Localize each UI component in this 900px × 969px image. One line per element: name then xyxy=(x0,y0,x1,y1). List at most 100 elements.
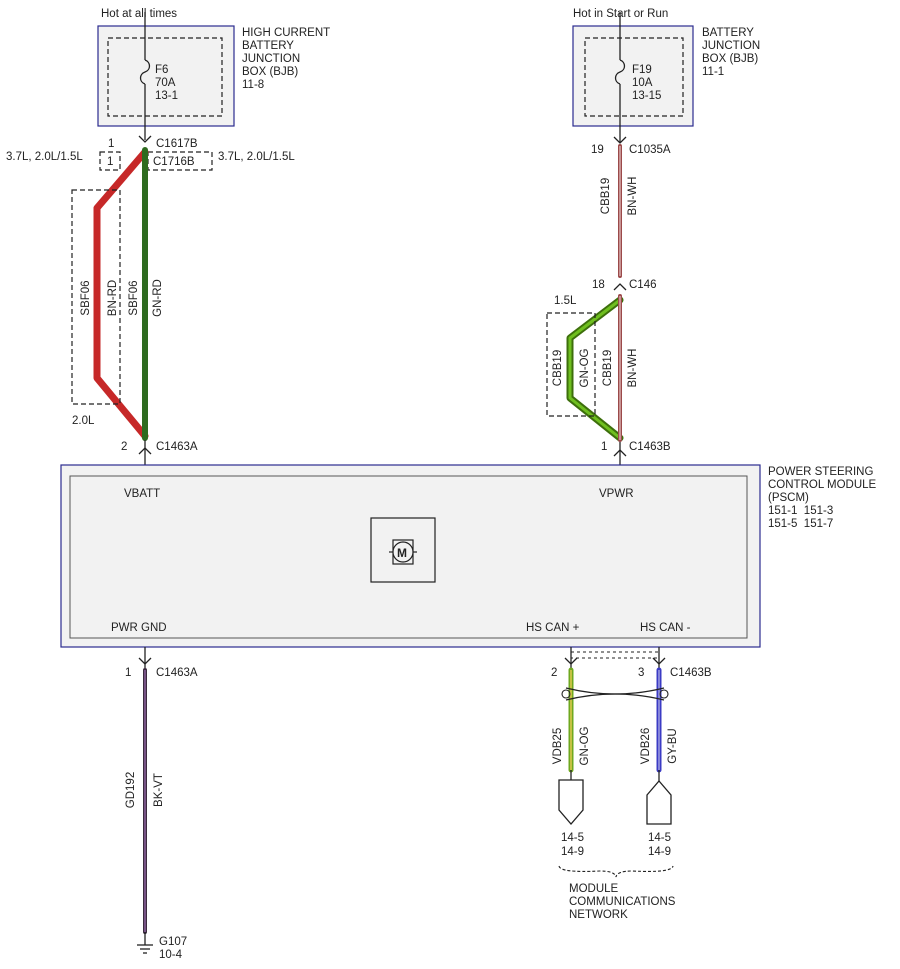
hot-at-all-times-label: Hot at all times xyxy=(101,8,177,20)
cbb19-top-circuit: CBB19 xyxy=(600,178,612,214)
pscm-name-1: POWER STEERING xyxy=(768,466,873,478)
c146-name: C146 xyxy=(629,279,657,291)
bjb-right-name-2: JUNCTION xyxy=(702,40,760,52)
engine-note-2-0l: 2.0L xyxy=(72,415,95,427)
right-power-circuit: 19 C1035A CBB19 BN-WH 18 C146 1.5L CBB19… xyxy=(546,136,671,476)
net-ref-right-1: 14-5 xyxy=(648,832,671,844)
connector-chevron-icon xyxy=(138,657,152,665)
gd192-color: BK-VT xyxy=(153,773,165,807)
c1463b-top-name: C1463B xyxy=(629,441,671,453)
c1463a-top-pin: 2 xyxy=(121,441,127,453)
c1463a-bot-name: C1463A xyxy=(156,667,198,679)
twisted-pair-icon xyxy=(561,687,669,701)
cbb19-top-color: BN-WH xyxy=(627,177,639,216)
net-ref-left-1: 14-5 xyxy=(561,832,584,844)
pscm-module: VBATT VPWR PWR GND HS CAN + HS CAN - M P… xyxy=(60,464,877,648)
net-ref-right-2: 14-9 xyxy=(648,846,671,858)
bjb-left-dashed xyxy=(107,37,223,117)
connector-chevron-icon xyxy=(613,136,627,144)
sbf06-green-color: GN-RD xyxy=(152,279,164,317)
sbf06-green-circuit: SBF06 xyxy=(128,280,140,315)
engine-2-0l-dashed xyxy=(71,189,121,405)
c1463b-bot-pin-a: 2 xyxy=(551,667,557,679)
network-arrow-icon xyxy=(646,780,672,825)
c146-pin: 18 xyxy=(592,279,605,291)
c1716b-pin: 1 xyxy=(107,156,113,168)
pscm-refs-1: 151-1 151-3 xyxy=(768,505,833,517)
engine-1-5l-dashed xyxy=(546,312,596,417)
network-label-1: MODULE xyxy=(569,883,619,895)
cbb19-green-circuit: CBB19 xyxy=(552,350,564,386)
cbb19-green-color: GN-OG xyxy=(579,348,591,387)
bjb-right-dashed xyxy=(584,37,684,117)
bjb-right: Hot in Start or Run F19 10A 13-15 BATTER… xyxy=(572,8,760,142)
vdb25-color: GN-OG xyxy=(579,726,591,765)
vdb26-color: GY-BU xyxy=(667,728,679,763)
engine-note-1-5l: 1.5L xyxy=(554,295,577,307)
wire-cbb19-gn-og-stripe xyxy=(568,298,622,440)
svg-text:M: M xyxy=(397,546,407,560)
pin-pwr-gnd: PWR GND xyxy=(111,622,167,634)
connector-chevron-icon xyxy=(613,283,627,291)
connector-chevron-icon xyxy=(138,135,152,143)
bjb-right-ref: 11-1 xyxy=(702,66,724,78)
sbf06-red-circuit: SBF06 xyxy=(80,280,92,315)
network-label-2: COMMUNICATIONS xyxy=(569,896,676,908)
ground-symbol-icon xyxy=(137,932,153,954)
c1716b-name: C1716B xyxy=(153,156,195,168)
pscm-name-2: CONTROL MODULE xyxy=(768,479,877,491)
ground-ref: 10-4 xyxy=(159,949,183,961)
network-label-3: NETWORK xyxy=(569,909,628,921)
bjb-left-ref: 11-8 xyxy=(242,79,264,91)
bjb-left-name-4: BOX (BJB) xyxy=(242,66,298,78)
pscm-name-3: (PSCM) xyxy=(768,492,809,504)
fuse-f6-ref: 13-1 xyxy=(155,90,178,102)
connector-chevron-icon xyxy=(652,657,666,665)
bjb-left-name-3: JUNCTION xyxy=(242,53,300,65)
wire-sbf06-bn-rd xyxy=(93,148,149,440)
engine-note-right: 3.7L, 2.0L/1.5L xyxy=(218,151,295,163)
c1463b-bot-pin-b: 3 xyxy=(638,667,644,679)
c1463a-top-name: C1463A xyxy=(156,441,198,453)
ground-name: G107 xyxy=(159,936,187,948)
c1617b-name: C1617B xyxy=(156,138,198,150)
engine-note-left: 3.7L, 2.0L/1.5L xyxy=(6,151,83,163)
connector-chevron-icon xyxy=(138,447,152,455)
network-arrow-icon xyxy=(558,779,584,825)
bjb-right-name-3: BOX (BJB) xyxy=(702,53,758,65)
sbf06-red-color: BN-RD xyxy=(107,280,119,316)
c1463a-bot-pin: 1 xyxy=(125,667,131,679)
c1463b-bot-name: C1463B xyxy=(670,667,712,679)
bjb-right-name-1: BATTERY xyxy=(702,27,754,39)
fuse-symbol-icon xyxy=(614,59,626,85)
fuse-f19-id: F19 xyxy=(632,64,652,76)
net-ref-left-2: 14-9 xyxy=(561,846,584,858)
cbb19-inner-circuit: CBB19 xyxy=(602,350,614,386)
fuse-f19-rating: 10A xyxy=(632,77,653,89)
pin-vpwr: VPWR xyxy=(599,488,634,500)
pin-vbatt: VBATT xyxy=(124,488,160,500)
bjb-right-box xyxy=(572,25,694,127)
c1463b-bot-dashed xyxy=(570,651,660,659)
c1035a-name: C1035A xyxy=(629,144,671,156)
c1035a-pin: 19 xyxy=(591,144,604,156)
connector-chevron-icon xyxy=(613,449,627,457)
gd192-circuit: GD192 xyxy=(125,772,137,808)
c1617b-pin: 1 xyxy=(108,138,114,150)
fuse-symbol-icon xyxy=(139,59,151,85)
hs-can-circuit: 2 3 C1463B VDB25 GN-OG VDB26 GY-BU 14-5 … xyxy=(551,647,712,921)
connector-chevron-icon xyxy=(564,657,578,665)
vdb25-circuit: VDB25 xyxy=(552,728,564,764)
fuse-f6-id: F6 xyxy=(155,64,168,76)
fuse-f19-ref: 13-15 xyxy=(632,90,661,102)
fuse-f6-rating: 70A xyxy=(155,77,176,89)
left-power-circuit: 1 C1617B 1 C1716B 3.7L, 2.0L/1.5L 3.7L, … xyxy=(6,135,295,476)
bjb-left-box xyxy=(97,25,235,127)
cbb19-bottom-color: BN-WH xyxy=(627,349,639,388)
pscm-refs-2: 151-5 151-7 xyxy=(768,518,833,530)
pin-hs-can-plus: HS CAN + xyxy=(526,622,580,634)
pin-hs-can-minus: HS CAN - xyxy=(640,622,691,634)
bjb-left-name-1: HIGH CURRENT xyxy=(242,27,330,39)
c1463b-top-pin: 1 xyxy=(601,441,607,453)
